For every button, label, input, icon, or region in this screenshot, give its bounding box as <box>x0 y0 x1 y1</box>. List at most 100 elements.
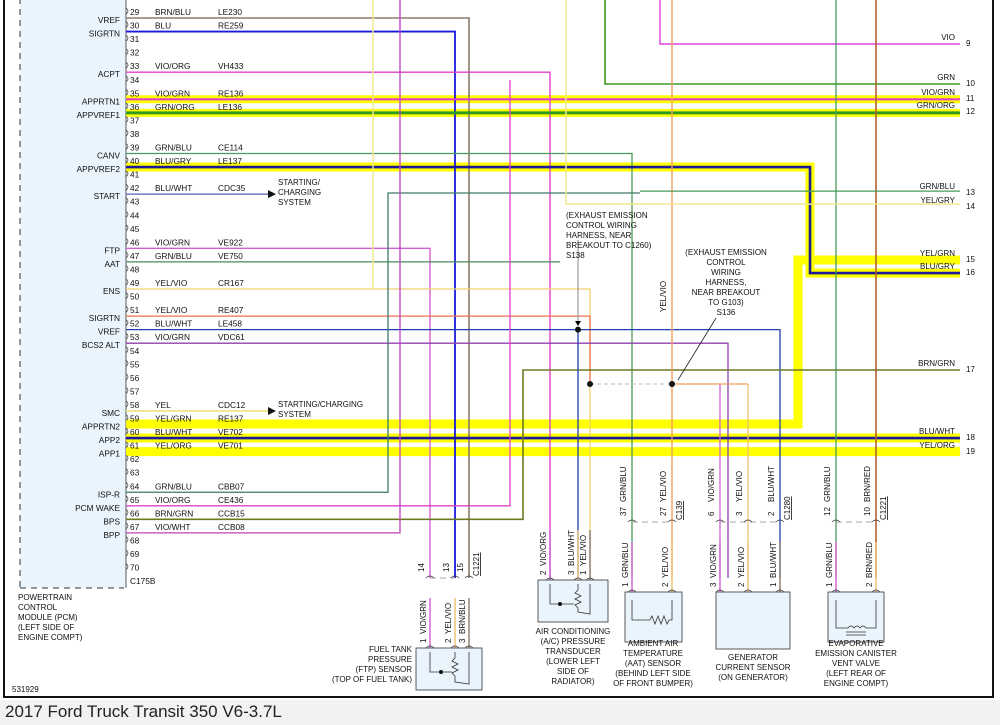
pin-number: 35 <box>130 88 140 98</box>
pcm-name: CONTROL <box>18 603 58 612</box>
pin-number: 29 <box>130 7 140 17</box>
pin-bracket <box>125 549 129 557</box>
component-pin-number: 2 <box>737 582 746 587</box>
component-pin-number: 2 <box>865 582 874 587</box>
pin-wire-color: YEL/ORG <box>155 441 192 451</box>
pin-signal: SMC <box>102 408 120 418</box>
footer-bar: 2017 Ford Truck Transit 350 V6-3.7L <box>0 700 1000 725</box>
component-label-aat: (BEHIND LEFT SIDE <box>615 669 690 678</box>
pin-bracket <box>125 563 129 570</box>
pin-signal: CANV <box>97 151 121 161</box>
pin-signal: ENS <box>103 286 121 296</box>
pin-number: 39 <box>130 143 140 153</box>
pin-number: 65 <box>130 495 140 505</box>
pin-bracket <box>125 224 129 232</box>
inline-wire-color: GRN/BLU <box>619 466 628 502</box>
pin-wire-color: BRN/GRN <box>155 508 193 518</box>
component-pin-number: 3 <box>567 570 576 575</box>
pin-signal: START <box>94 191 120 201</box>
pin-signal: APPVREF1 <box>77 110 121 120</box>
pin-number: 42 <box>130 183 140 193</box>
pin-wire-color: GRN/ORG <box>155 102 195 112</box>
inline-wire-color: YEL/VIO <box>735 471 744 502</box>
component-pin-bracket <box>775 589 785 593</box>
pin-number: 33 <box>130 61 140 71</box>
pin-number: 46 <box>130 237 140 247</box>
pin-number: 61 <box>130 441 140 451</box>
pin-circuit: RE137 <box>218 414 244 424</box>
pin-bracket <box>125 278 129 286</box>
component-label-evap: VENT VALVE <box>832 659 880 668</box>
pin-wire-color: VIO/GRN <box>155 237 190 247</box>
pin-number: 37 <box>130 115 140 125</box>
wire-65-vio-org <box>126 80 511 507</box>
pin-bracket <box>125 292 129 299</box>
splice-pointer <box>677 317 717 381</box>
inline-connector-name: C1221 <box>472 552 481 576</box>
right-ref-number: 18 <box>966 433 975 442</box>
pin-number: 59 <box>130 414 140 424</box>
pin-number: 62 <box>130 454 140 464</box>
right-ref-number: 10 <box>966 79 975 88</box>
pin-wire-color: VIO/GRN <box>155 332 190 342</box>
inline-pin-bracket <box>715 519 725 523</box>
component-pin-number: 3 <box>458 638 467 643</box>
pin-number: 70 <box>130 563 140 573</box>
inline-pin-bracket <box>871 519 881 523</box>
component-label-aat: (AAT) SENSOR <box>625 659 682 668</box>
splice-note-s136: NEAR BREAKOUT <box>692 288 761 297</box>
wires-layer <box>126 0 960 648</box>
pin-number: 52 <box>130 319 140 329</box>
pin-number: 58 <box>130 400 140 410</box>
solenoid-coil-icon <box>835 600 877 636</box>
vehicle-title: 2017 Ford Truck Transit 350 V6-3.7L <box>5 702 282 721</box>
splice-note-s138: S138 <box>566 251 585 260</box>
component-pin-bracket <box>627 589 637 593</box>
component-label-acp: (A/C) PRESSURE <box>541 637 606 646</box>
component-wire-color: YEL/VIO <box>737 547 746 578</box>
pin-number: 66 <box>130 508 140 518</box>
connector-c175b: C175B <box>130 576 156 586</box>
splice-note-s136: HARNESS, <box>706 278 747 287</box>
pin-bracket <box>125 481 129 489</box>
pin-signal: VREF <box>98 15 120 25</box>
pcm-name: POWERTRAIN <box>18 593 72 602</box>
inline-pin-bracket <box>425 575 435 579</box>
pin-circuit: RE136 <box>218 88 244 98</box>
inline-pin-number: 15 <box>456 563 465 572</box>
pin-wire-color: VIO/ORG <box>155 495 191 505</box>
component-label-acp: AIR CONDITIONING <box>536 627 611 636</box>
pin-bracket <box>125 251 129 259</box>
pin-wire-color: GRN/BLU <box>155 251 192 261</box>
diagram-border <box>3 0 994 698</box>
component-pin-number: 2 <box>661 582 670 587</box>
component-pin-bracket <box>464 645 474 649</box>
component-box-aat <box>624 591 683 643</box>
component-wire-color: GRN/BLU <box>825 542 834 578</box>
component-wire-color: YEL/VIO <box>661 547 670 578</box>
pin-circuit: VE750 <box>218 251 243 261</box>
pin-signal: APP2 <box>99 435 121 445</box>
pin-number: 69 <box>130 549 140 559</box>
component-pin-number: 3 <box>709 582 718 587</box>
inline-pin-number: 37 <box>619 507 628 516</box>
pin-wire-color: BRN/BLU <box>155 7 191 17</box>
pin-circuit: CBB07 <box>218 481 245 491</box>
pin-wire-color: YEL/VIO <box>155 278 188 288</box>
component-label-acp: RADIATOR) <box>551 677 595 686</box>
splice-note-s138: HARNESS, NEAR <box>566 231 632 240</box>
pin-bracket <box>125 183 129 191</box>
pin-wire-color: BLU/WHT <box>155 427 192 437</box>
thermistor-icon <box>631 600 673 626</box>
splice-note-s138: CONTROL WIRING <box>566 221 637 230</box>
right-ref-number: 12 <box>966 107 975 116</box>
pin-circuit: VE702 <box>218 427 243 437</box>
pin-signal: AAT <box>104 259 120 269</box>
component-wire-color: VIO/ORG <box>539 532 548 566</box>
pin-circuit: CDC12 <box>218 400 246 410</box>
splice-note-s136: WIRING <box>711 268 741 277</box>
component-pin-bracket <box>743 589 753 593</box>
component-pin-number: 1 <box>621 582 630 587</box>
inline-pin-number: 14 <box>417 563 426 572</box>
pin-bracket <box>125 536 129 543</box>
